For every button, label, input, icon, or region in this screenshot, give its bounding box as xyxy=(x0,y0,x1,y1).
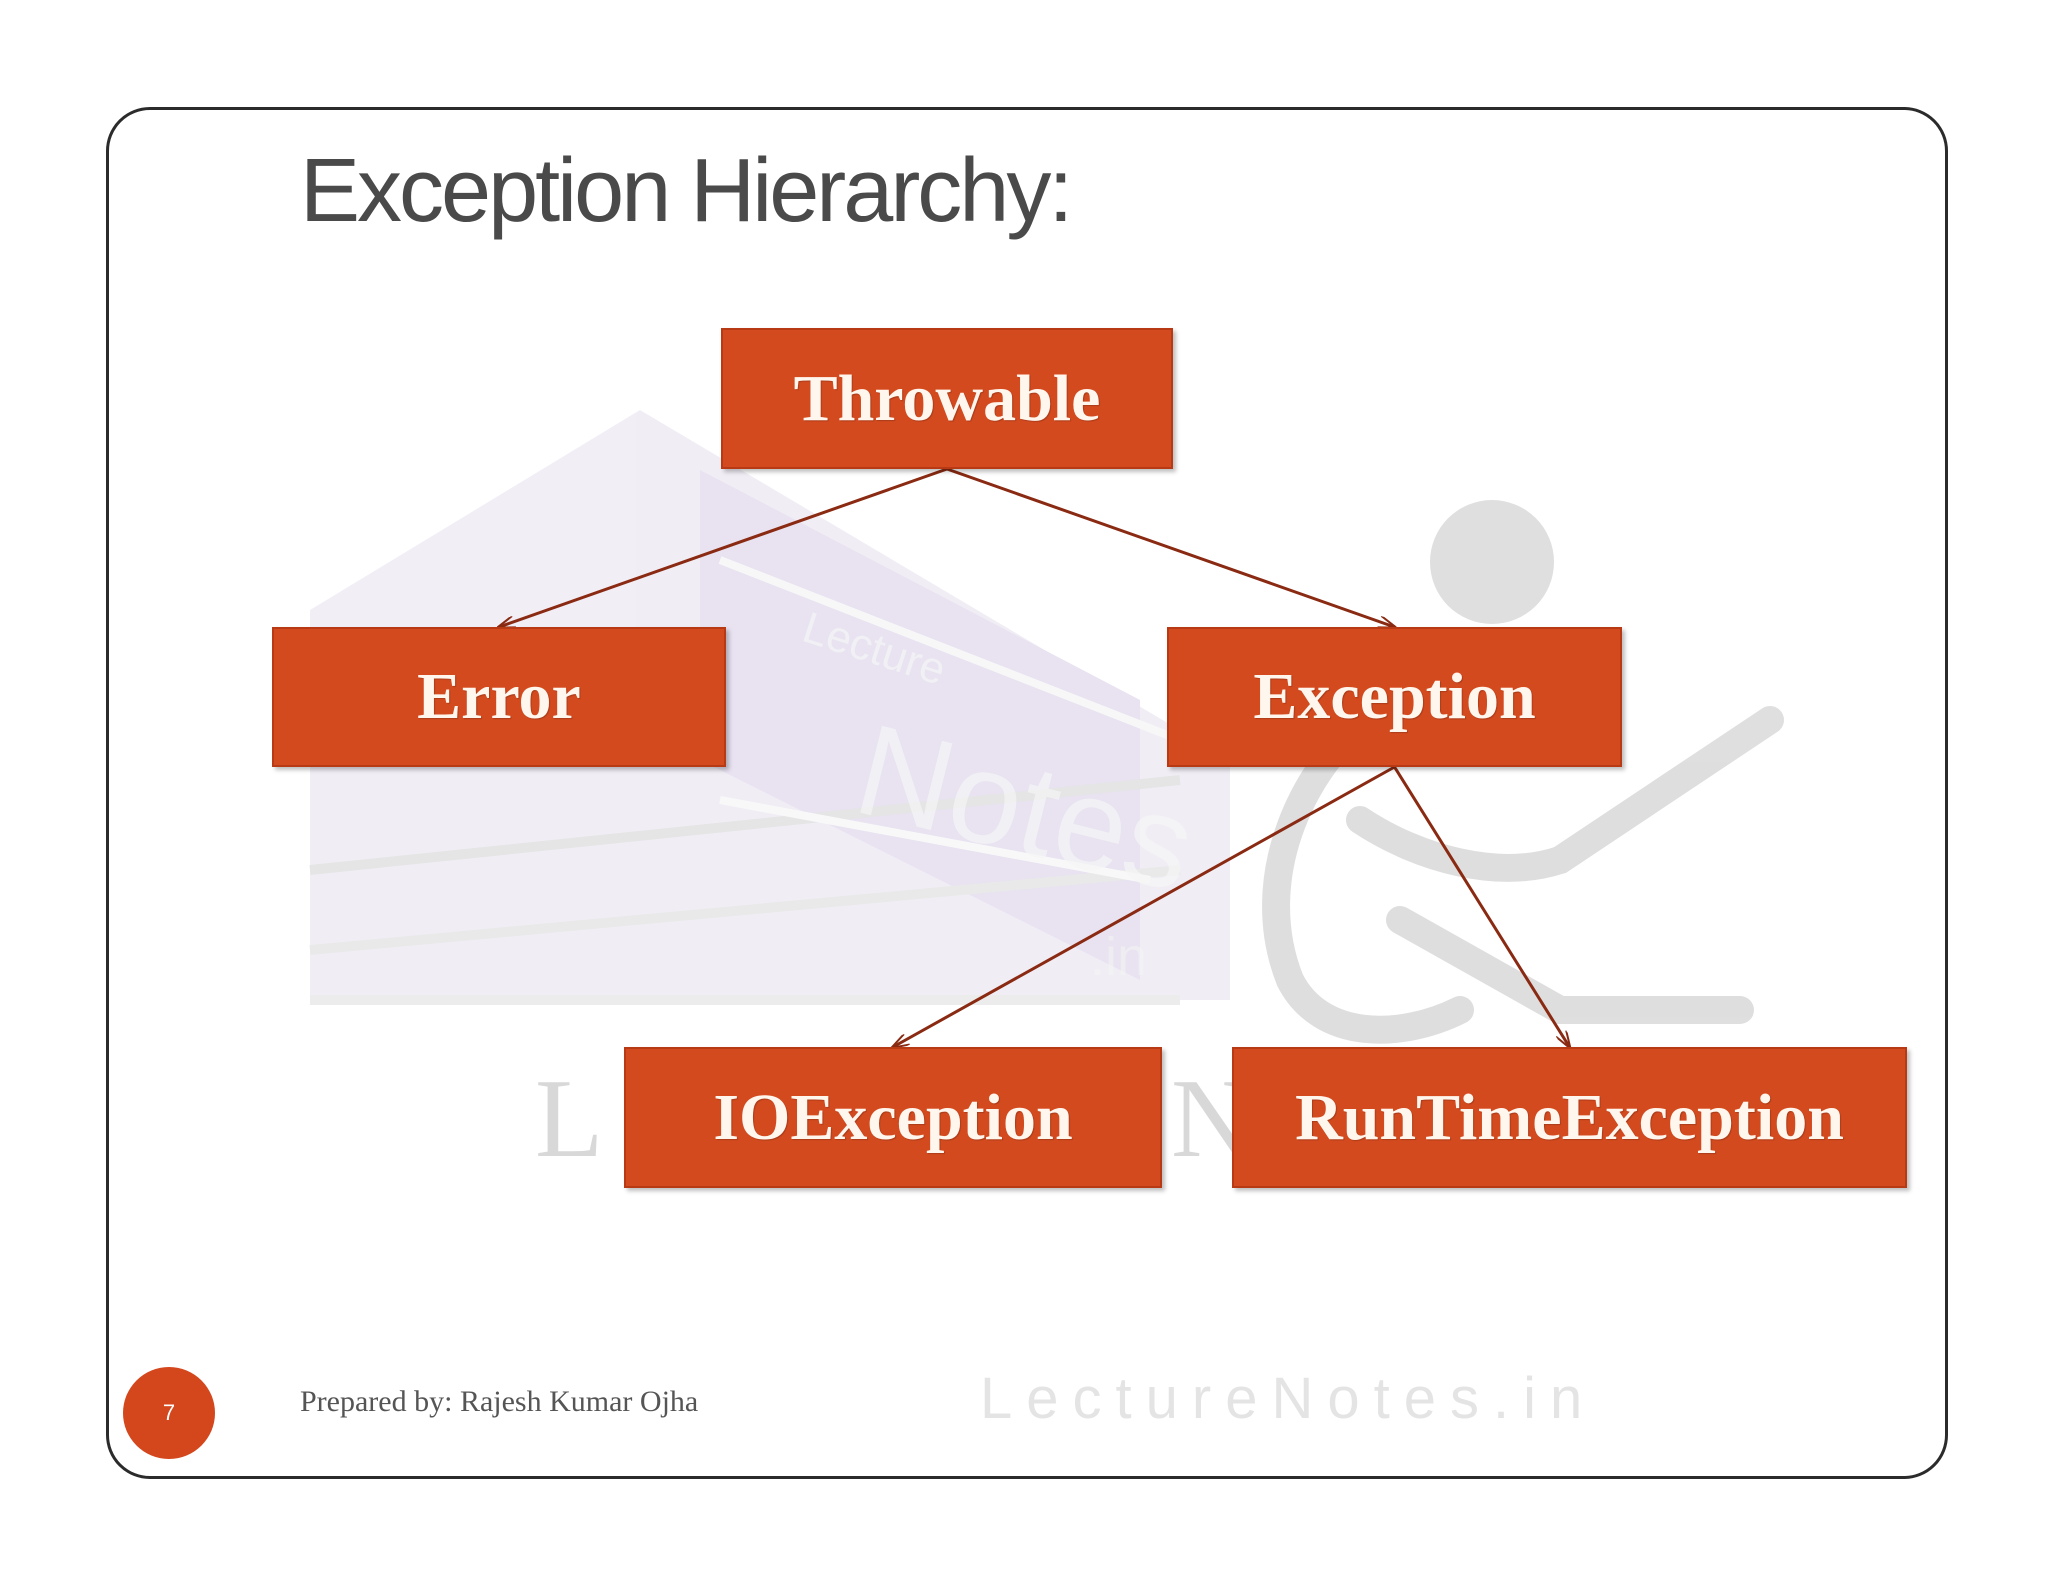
page-number-badge: 7 xyxy=(123,1367,215,1459)
node-throwable: Throwable xyxy=(721,328,1173,469)
node-error-label: Error xyxy=(417,660,581,733)
node-ioexception-label: IOException xyxy=(713,1080,1073,1154)
node-error: Error xyxy=(272,627,726,767)
edge-throwable-to-error xyxy=(499,467,948,627)
watermark-book-icon xyxy=(309,410,1230,1005)
edge-exception-to-ioexception xyxy=(893,765,1396,1047)
svg-text:.in: .in xyxy=(1090,927,1147,987)
node-throwable-label: Throwable xyxy=(793,361,1101,435)
footer-credit: Prepared by: Rajesh Kumar Ojha xyxy=(300,1385,699,1418)
edge-exception-to-runtimeexception xyxy=(1393,766,1570,1047)
edge-throwable-to-exception xyxy=(946,467,1395,627)
node-runtimeexception: RunTimeException xyxy=(1232,1047,1907,1188)
node-exception: Exception xyxy=(1167,627,1622,767)
node-ioexception: IOException xyxy=(624,1047,1162,1188)
node-exception-label: Exception xyxy=(1253,660,1536,733)
slide-title: Exception Hierarchy: xyxy=(300,141,1073,241)
footer-site-watermark: LectureNotes.in xyxy=(980,1366,1597,1431)
node-runtimeexception-label: RunTimeException xyxy=(1295,1080,1844,1154)
page-number: 7 xyxy=(162,1400,176,1425)
